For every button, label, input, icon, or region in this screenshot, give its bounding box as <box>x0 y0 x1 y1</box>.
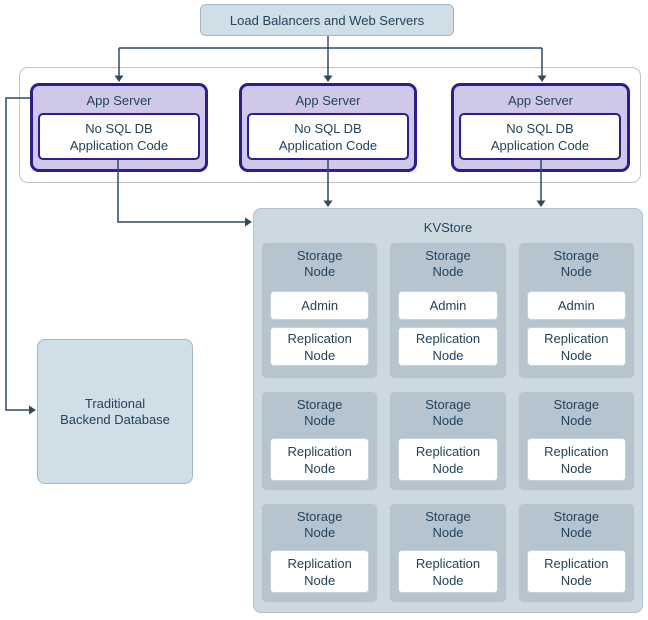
app-server-box-1: App Server No SQL DB Application Code <box>30 83 208 172</box>
replication-node-box: Replication Node <box>270 327 370 366</box>
storage-node: Storage Node Admin Replication Node <box>261 242 379 379</box>
app-server-title: App Server <box>295 93 361 108</box>
application-code-line2: Application Code <box>278 137 378 153</box>
admin-box: Admin <box>398 291 498 320</box>
kvstore-title: KVStore <box>423 220 473 235</box>
replication-node-box: Replication Node <box>398 438 498 481</box>
backend-db-line2: Backend Database <box>60 411 170 427</box>
storage-node-title: Storage Node <box>553 509 600 540</box>
kvstore-row-1: Storage Node Admin Replication Node Stor… <box>261 242 635 379</box>
storage-node-title: Storage Node <box>553 248 600 279</box>
storage-node: Storage Node Replication Node <box>389 503 507 603</box>
backend-db-line1: Traditional <box>84 395 146 411</box>
storage-node-title: Storage Node <box>296 397 343 428</box>
replication-node-box: Replication Node <box>526 550 626 593</box>
storage-node: Storage Node Replication Node <box>261 391 379 491</box>
app-server-box-3: App Server No SQL DB Application Code <box>451 83 630 172</box>
replication-node-box: Replication Node <box>526 438 626 481</box>
arrow-down-icon <box>536 200 546 207</box>
traditional-backend-db-box: Traditional Backend Database <box>37 339 193 484</box>
load-balancers-box: Load Balancers and Web Servers <box>200 4 454 36</box>
application-code-line2: Application Code <box>69 137 169 153</box>
storage-node-title: Storage Node <box>296 248 343 279</box>
storage-node-title: Storage Node <box>425 248 471 279</box>
storage-node: Storage Node Replication Node <box>261 503 379 603</box>
application-code-box: No SQL DB Application Code <box>38 113 200 160</box>
application-code-line1: No SQL DB <box>85 120 153 136</box>
replication-node-box: Replication Node <box>398 327 498 366</box>
replication-node-box: Replication Node <box>526 327 626 366</box>
kvstore-row-3: Storage Node Replication Node Storage No… <box>261 503 635 603</box>
storage-node: Storage Node Replication Node <box>517 391 635 491</box>
storage-node: Storage Node Replication Node <box>389 391 507 491</box>
kvstore-box: KVStore Storage Node Admin Replication N… <box>253 208 643 613</box>
kvstore-row-2: Storage Node Replication Node Storage No… <box>261 391 635 491</box>
app-server-title: App Server <box>507 93 574 108</box>
replication-node-box: Replication Node <box>270 438 370 481</box>
arrow-right-icon <box>29 405 36 415</box>
admin-box: Admin <box>270 291 370 320</box>
storage-node: Storage Node Admin Replication Node <box>517 242 635 379</box>
load-balancers-label: Load Balancers and Web Servers <box>229 12 425 28</box>
application-code-line1: No SQL DB <box>506 120 574 136</box>
storage-node: Storage Node Admin Replication Node <box>389 242 507 379</box>
arrow-down-icon <box>323 200 333 207</box>
replication-node-box: Replication Node <box>398 550 498 593</box>
application-code-box: No SQL DB Application Code <box>459 113 621 160</box>
arrow-right-icon <box>245 217 252 227</box>
storage-node-title: Storage Node <box>425 397 471 428</box>
admin-box: Admin <box>526 291 626 320</box>
replication-node-box: Replication Node <box>270 550 370 593</box>
storage-node-title: Storage Node <box>553 397 600 428</box>
application-code-line1: No SQL DB <box>294 120 362 136</box>
storage-node-title: Storage Node <box>296 509 343 540</box>
app-server-box-2: App Server No SQL DB Application Code <box>239 83 417 172</box>
application-code-box: No SQL DB Application Code <box>247 113 409 160</box>
app-server-title: App Server <box>86 93 152 108</box>
storage-node-title: Storage Node <box>425 509 471 540</box>
application-code-line2: Application Code <box>490 137 590 153</box>
storage-node: Storage Node Replication Node <box>517 503 635 603</box>
